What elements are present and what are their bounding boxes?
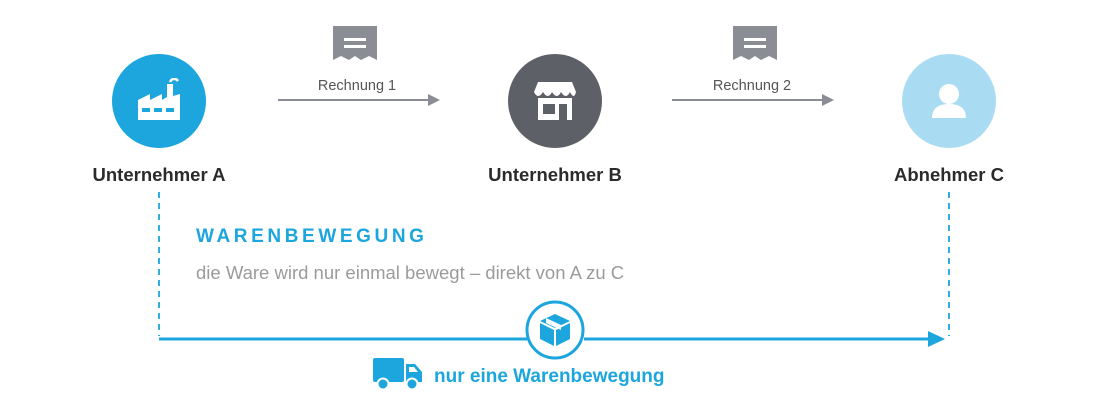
package-icon (525, 300, 585, 360)
party-a-circle (112, 54, 206, 148)
party-a-label: Unternehmer A (92, 164, 226, 185)
invoice-arrow-1 (278, 94, 440, 106)
goods-movement-bottom-label: nur eine Warenbewegung (434, 366, 665, 387)
invoice-icon (333, 26, 377, 60)
goods-movement-arrow (159, 331, 945, 347)
truck-icon (373, 358, 422, 391)
party-c-label: Abnehmer C (894, 164, 1004, 185)
invoice-label-1: Rechnung 1 (317, 78, 397, 94)
factory-icon (138, 78, 180, 120)
invoice-icon (733, 26, 777, 60)
invoice-arrow-2 (672, 94, 834, 106)
goods-movement-subtitle: die Ware wird nur einmal bewegt – direkt… (196, 262, 625, 283)
shop-icon (534, 82, 576, 120)
party-c-circle (902, 54, 996, 148)
user-icon (932, 84, 966, 118)
party-b-label: Unternehmer B (488, 164, 622, 185)
invoice-label-2: Rechnung 2 (712, 78, 792, 94)
goods-movement-title: WARENBEWEGUNG (196, 226, 428, 247)
party-b-circle (508, 54, 602, 148)
